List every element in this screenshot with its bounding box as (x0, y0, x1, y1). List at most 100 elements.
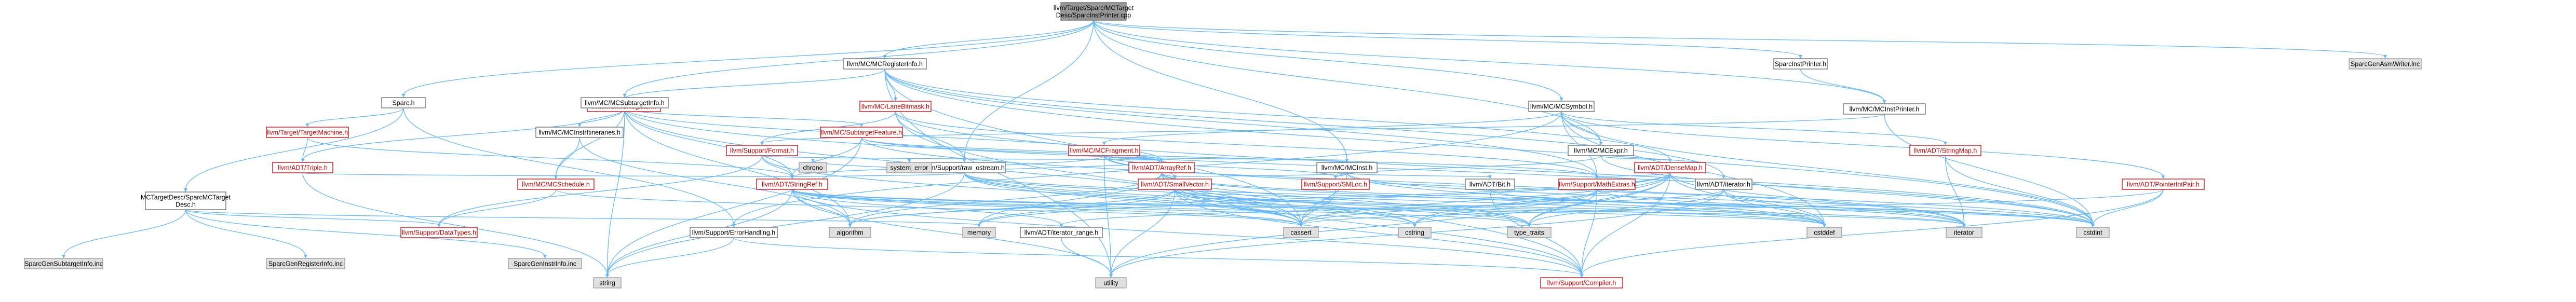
arrowhead (1882, 100, 1886, 104)
node-box (1128, 162, 1195, 173)
node-root[interactable]: llvm/Target/Sparc/MCTargetDesc/SparcInst… (1054, 2, 1134, 21)
arrowhead (437, 224, 441, 227)
edge-mcinst-to-smallvector (1174, 172, 1347, 177)
node-raw-ostream[interactable]: llvm/Support/raw_ostream.h (923, 162, 1006, 173)
node-box (1138, 179, 1212, 190)
node-box (799, 162, 827, 173)
node-label: SparcGenRegisterInfo.inc (268, 260, 343, 267)
arrowhead (1159, 159, 1164, 162)
edge-mcfragment-to-mcinst (1103, 155, 1347, 161)
node-label: llvm/MC/MCInstrItineraries.h (538, 129, 621, 136)
node-densemap[interactable]: llvm/ADT/DenseMap.h (1634, 162, 1706, 173)
node-label: MCTargetDesc/SparcMCTarget (141, 194, 231, 201)
edge-mathextras-to-compiler (1581, 189, 1598, 276)
arrowhead (962, 159, 966, 162)
arrowhead (1962, 224, 1966, 227)
node-mcinstrinineraries[interactable]: llvm/MC/MCInstrItineraries.h (535, 127, 624, 138)
arrowhead (907, 159, 911, 162)
edge-smloc-to-cassert (1300, 189, 1336, 226)
node-arrayref[interactable]: llvm/ADT/ArrayRef.h (1128, 162, 1195, 173)
node-label: llvm/Support/Format.h (730, 147, 794, 154)
node-cassert: cassert (1283, 227, 1319, 238)
edge-smallvector-to-iterator_std (1174, 189, 1965, 226)
arrowhead (1333, 175, 1338, 179)
edge-smallvector-to-memory (978, 189, 1176, 226)
node-smallvector[interactable]: llvm/ADT/SmallVector.h (1138, 179, 1212, 190)
arrowhead (1580, 274, 1584, 278)
dependency-nodes: llvm/Target/Sparc/MCTargetDesc/SparcInst… (24, 2, 2422, 289)
edge-mcfragment-to-arrayref (1103, 155, 1162, 161)
node-mcexpr[interactable]: llvm/MC/MCExpr.h (1568, 145, 1634, 156)
node-subtargetfeature[interactable]: llvm/MC/SubtargetFeature.h (820, 127, 903, 138)
node-system-error: system_error (886, 162, 932, 173)
node-box (1946, 227, 1982, 238)
node-triple[interactable]: llvm/ADT/Triple.h (272, 162, 333, 173)
node-lanebitmask[interactable]: llvm/MC/LaneBitmask.h (859, 101, 932, 112)
node-bitmaskenum[interactable]: llvm/ADT/Bit.h (1465, 179, 1515, 190)
edge-mcregisterinfo-to-iterator_h (884, 68, 1724, 177)
node-box (1540, 277, 1623, 289)
arrowhead (1345, 159, 1349, 162)
node-box (886, 162, 932, 173)
edge-densemap-to-iterator_std (1669, 172, 1965, 226)
node-iterator-h[interactable]: llvm/ADT/iterator.h (1695, 179, 1752, 190)
edge-root-to-mcexpr (1093, 20, 1601, 144)
node-mcsubtargetinfo[interactable]: llvm/MC/MCSubtargetInfo.h (581, 97, 669, 108)
node-box (581, 97, 669, 108)
edge-raw_ostream-to-cstddef (964, 172, 1825, 226)
node-label: Desc.h (176, 201, 196, 208)
arrowhead (184, 188, 187, 192)
edge-root-to-mcregisterinfo (884, 20, 1094, 57)
node-memory: memory (962, 227, 996, 238)
node-box (962, 227, 996, 238)
edge-stringref-to-iterator_range (791, 189, 1062, 226)
node-smloc[interactable]: llvm/Support/SMLoc.h (1301, 179, 1370, 190)
node-mcfragment[interactable]: llvm/MC/MCFragment.h (1068, 145, 1140, 156)
node-errorhandling[interactable]: llvm/Support/ErrorHandling.h (690, 227, 778, 238)
node-mcschedule[interactable]: llvm/MC/MCSchedule.h (517, 179, 595, 190)
node-box (2076, 227, 2110, 238)
node-box (1806, 227, 1842, 238)
node-box (1316, 162, 1378, 173)
node-mcinst[interactable]: llvm/MC/MCInst.h (1316, 162, 1378, 173)
edge-mcinstrinineraries-to-mcschedule (555, 137, 580, 177)
node-label: llvm/Support/MathExtras.h (1559, 181, 1635, 188)
edge-mathextras-to-cassert (1300, 189, 1598, 226)
node-box (1558, 179, 1636, 190)
edge-mctargetdesc-to-sparcgenregisterinfo (185, 209, 306, 257)
edge-root-to-mcsymbol (1093, 20, 1562, 100)
node-label: type_traits (1514, 229, 1544, 236)
node-pointerintpair[interactable]: llvm/ADT/PointerIntPair.h (2122, 179, 2205, 190)
edge-bitmaskenum-to-cstdint (1489, 189, 2094, 226)
node-mcregisterinfo[interactable]: llvm/MC/MCRegisterInfo.h (843, 58, 927, 70)
node-label: SparcInstPrinter.h (1775, 60, 1826, 67)
node-stringmap[interactable]: llvm/ADT/StringMap.h (1909, 145, 1981, 156)
node-chrono: chrono (799, 162, 827, 173)
node-sparcinstprinter-h[interactable]: SparcInstPrinter.h (1773, 58, 1828, 70)
edge-raw_ostream-to-cstdint (964, 172, 2094, 226)
edge-targetmachine-to-stringref (307, 137, 793, 177)
node-stringref[interactable]: llvm/ADT/StringRef.h (756, 179, 828, 190)
node-sparc-h[interactable]: Sparc.h (381, 97, 426, 108)
node-label: llvm/ADT/iterator.h (1697, 181, 1750, 188)
edge-formatsupport-to-cassert (761, 155, 1302, 226)
edge-mcsubtargetinfo-to-mcschedule (555, 107, 625, 177)
node-targetmachine[interactable]: llvm/Target/TargetMachine.h (266, 127, 349, 138)
node-mcsymbol[interactable]: llvm/MC/MCSymbol.h (1528, 101, 1595, 112)
node-label: utility (1103, 279, 1118, 286)
node-box (1398, 227, 1432, 238)
edge-stringref-to-cassert (791, 189, 1302, 226)
edge-densemap-to-utility (1110, 172, 1671, 276)
edge-mcinst-to-bitmaskenum (1346, 172, 1491, 177)
node-label: llvm/Target/TargetMachine.h (267, 129, 348, 136)
arrowhead (2383, 55, 2387, 59)
arrowhead (790, 175, 794, 179)
node-datatypes[interactable]: llvm/Support/DataTypes.h (400, 227, 478, 238)
edge-stringref-to-iterator_std (791, 189, 1965, 226)
node-iterator-range[interactable]: llvm/ADT/iterator_range.h (1020, 227, 1103, 238)
node-mcinstprinter[interactable]: llvm/MC/MCInstPrinter.h (1843, 103, 1926, 115)
node-compiler[interactable]: llvm/Support/Compiler.h (1540, 277, 1623, 289)
node-mathextras[interactable]: llvm/Support/MathExtras.h (1558, 179, 1636, 190)
node-formatsupport[interactable]: llvm/Support/Format.h (726, 145, 798, 156)
